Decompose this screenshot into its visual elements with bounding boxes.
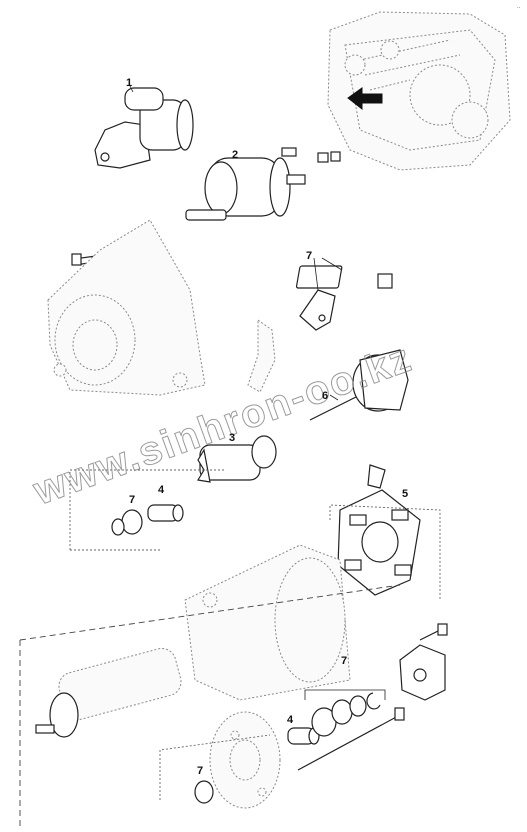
end-cap (399, 644, 446, 701)
callout-pinion-drive: 3 (229, 432, 235, 444)
callout-seal-kit: 7 (341, 655, 347, 667)
callout-seal-upper: 7 (129, 494, 135, 506)
location-arrow-icon (347, 87, 383, 111)
callout-engaging-lever: 6 (322, 390, 328, 402)
screw-right (419, 623, 448, 641)
engaging-lever (247, 319, 361, 421)
field-yoke (184, 544, 351, 701)
callout-bushing-lower: 4 (287, 714, 294, 726)
bushing-with-seal (111, 504, 184, 536)
starter-assembly (94, 85, 194, 169)
armature (35, 647, 182, 738)
callout-bushing-upper: 4 (158, 484, 165, 496)
solenoid-switch (185, 147, 341, 221)
commutator-end-bracket (352, 349, 409, 412)
pinion-drive (197, 435, 277, 483)
through-bolt-right (297, 707, 405, 771)
drive-end-housing (47, 219, 206, 396)
callout-seal-lower: 7 (197, 765, 203, 777)
brush-set (295, 265, 393, 331)
callout-solenoid: 2 (232, 149, 238, 161)
engine-thumbnail (327, 11, 511, 171)
corner-mark: .. (517, 4, 521, 10)
seal-kit (311, 692, 381, 737)
callout-brush-kit: 7 (306, 250, 312, 262)
callout-starter: 1 (126, 77, 132, 89)
seal-lower (194, 780, 214, 804)
brush-holder-plate (337, 464, 421, 596)
callout-brush-holder: 5 (402, 488, 408, 500)
drive-end-plate (209, 711, 281, 809)
